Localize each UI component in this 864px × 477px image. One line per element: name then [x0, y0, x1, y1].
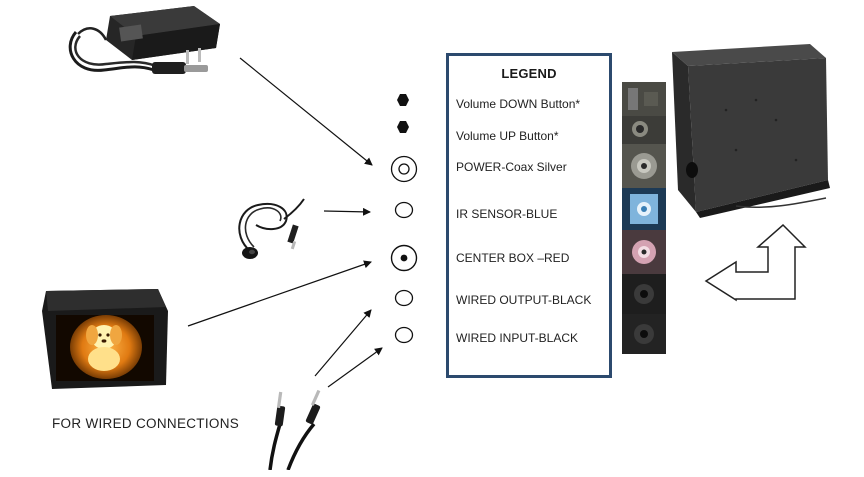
legend-label-wired-input: WIRED INPUT-BLACK	[456, 331, 579, 345]
legend-label-ir-sensor: IR SENSOR-BLUE	[456, 207, 558, 221]
legend-label-power: POWER-Coax Silver	[456, 160, 567, 174]
double-circle-icon	[390, 155, 418, 183]
legend-label-volume-down: Volume DOWN Button*	[456, 97, 581, 111]
open-circle-icon	[394, 289, 414, 307]
circle-with-dot-icon	[390, 244, 418, 272]
hexagon-filled-icon	[397, 94, 409, 106]
wired-input-arrow	[327, 347, 383, 388]
ir-sensor-arrow	[323, 207, 371, 216]
turn-arrow-outline	[704, 223, 807, 302]
legend-box: LEGEND Volume DOWN Button* Volume UP But…	[446, 53, 612, 378]
legend-title: LEGEND	[501, 66, 557, 81]
power-adapter-arrow	[239, 57, 373, 166]
wired-connections-caption: FOR WIRED CONNECTIONS	[52, 416, 240, 431]
connector-panel-image	[622, 82, 666, 354]
ir-sensor-image	[238, 198, 305, 259]
wired-output-arrow	[314, 309, 372, 377]
legend-label-wired-output: WIRED OUTPUT-BLACK	[456, 293, 592, 307]
speaker-box-image	[672, 44, 830, 218]
legend-symbols	[390, 94, 418, 344]
center-box-arrow	[187, 260, 372, 327]
hexagon-filled-icon	[397, 121, 409, 133]
legend-label-center-box: CENTER BOX –RED	[456, 251, 570, 265]
audio-cables-image	[268, 389, 321, 470]
open-circle-icon	[394, 326, 414, 344]
center-box-image	[42, 289, 168, 389]
power-adapter-image	[68, 6, 220, 74]
open-circle-icon	[394, 201, 414, 219]
legend-label-volume-up: Volume UP Button*	[456, 129, 559, 143]
